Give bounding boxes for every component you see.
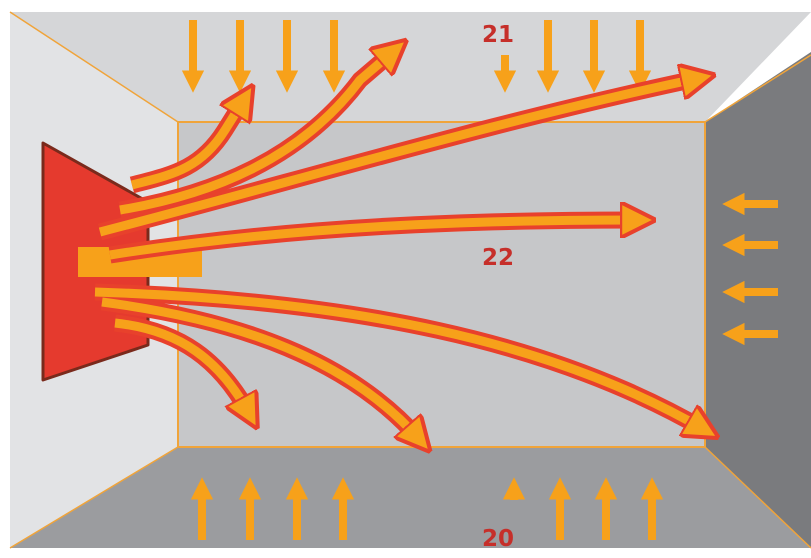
label-ceiling: 21 bbox=[482, 22, 514, 48]
radiant-heat-rays bbox=[94, 50, 705, 440]
label-back-wall: 22 bbox=[482, 245, 514, 271]
label-floor: 20 bbox=[482, 526, 514, 552]
arrow-icon bbox=[94, 287, 705, 430]
room-edges bbox=[9, 11, 811, 549]
arrow-icon bbox=[114, 318, 250, 415]
arrow-icon bbox=[101, 297, 420, 440]
arrow-icon bbox=[109, 220, 640, 260]
arrow-icon bbox=[119, 50, 395, 215]
right-wall-arrows bbox=[722, 192, 778, 346]
right-wall-plane bbox=[705, 52, 811, 548]
arrow-icon bbox=[130, 98, 245, 190]
arrow-icon bbox=[98, 78, 700, 237]
floor-up-arrows bbox=[190, 477, 664, 540]
ceiling-down-arrows bbox=[181, 20, 652, 93]
floor-plane bbox=[10, 447, 811, 548]
